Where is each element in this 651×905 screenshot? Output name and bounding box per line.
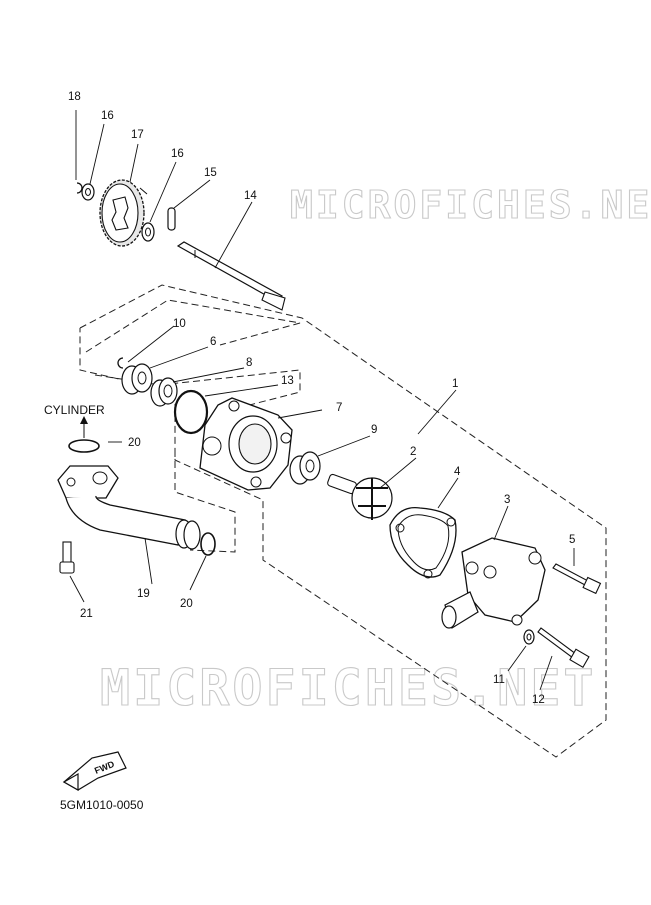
leader-lines xyxy=(69,110,575,691)
diagram-code: 5GM1010-0050 xyxy=(60,798,144,812)
callout-5: 5 xyxy=(569,534,575,546)
callout-16-second: 16 xyxy=(171,148,184,160)
callout-20-cylinder: 20 xyxy=(128,437,141,449)
part-9-seal xyxy=(289,451,321,485)
fwd-arrow: FWD xyxy=(62,751,127,792)
part-13-o-ring xyxy=(173,389,209,435)
callout-1: 1 xyxy=(452,378,458,390)
callout-6: 6 xyxy=(210,336,216,348)
callout-3: 3 xyxy=(504,494,510,506)
part-11-washer xyxy=(523,629,535,645)
part-3-pump-cover xyxy=(441,537,546,629)
callout-8: 8 xyxy=(246,357,252,369)
callout-13: 13 xyxy=(281,375,294,387)
callout-7: 7 xyxy=(336,402,342,414)
callout-20-pipe: 20 xyxy=(180,598,193,610)
callout-10: 10 xyxy=(173,318,186,330)
part-6-bearing xyxy=(121,363,153,395)
part-5-bolt xyxy=(552,563,602,595)
callout-2: 2 xyxy=(410,446,416,458)
callout-16: 16 xyxy=(101,110,114,122)
callout-4: 4 xyxy=(454,466,461,478)
callout-labels: 18 16 17 16 15 14 10 6 8 13 1 7 9 2 4 3 … xyxy=(68,91,575,706)
part-19-pipe xyxy=(57,465,201,550)
callout-11: 11 xyxy=(493,674,505,686)
part-4-gasket xyxy=(389,506,457,579)
callout-12: 12 xyxy=(532,694,545,706)
part-14-shaft xyxy=(176,241,286,311)
part-15-pin xyxy=(167,207,176,231)
part-7-pump-housing xyxy=(199,397,293,491)
part-10-circlip xyxy=(117,357,124,369)
callout-15: 15 xyxy=(204,167,217,179)
part-12-bolt xyxy=(537,627,590,668)
part-2-impeller xyxy=(327,473,393,520)
callout-17: 17 xyxy=(131,129,144,141)
part-16-washer xyxy=(81,183,95,201)
part-16-washer-2 xyxy=(141,222,155,242)
callout-21: 21 xyxy=(80,608,93,620)
watermark-bottom: MICROFICHES.NET xyxy=(100,659,597,717)
cylinder-label: CYLINDER xyxy=(44,403,105,417)
part-20-o-ring-pipe xyxy=(200,532,216,556)
part-18-circlip xyxy=(76,182,83,194)
part-17-gear xyxy=(99,179,149,247)
part-8-oil-seal xyxy=(150,377,178,407)
cylinder-arrow xyxy=(80,416,88,438)
callout-18: 18 xyxy=(68,91,81,103)
callout-19: 19 xyxy=(137,588,150,600)
callout-14: 14 xyxy=(244,190,257,202)
watermark-top: MICROFICHES.NET xyxy=(290,183,651,227)
part-20-o-ring-top xyxy=(68,439,100,453)
callout-9: 9 xyxy=(371,424,377,436)
part-21-bolt xyxy=(59,541,75,574)
